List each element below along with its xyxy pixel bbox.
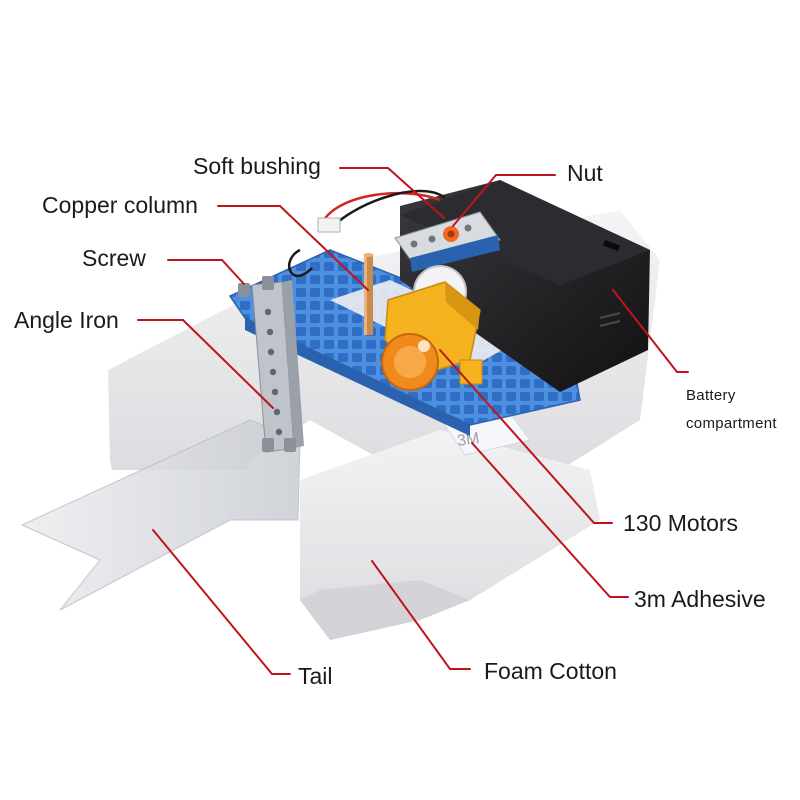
gearbox [381, 265, 483, 391]
leader-nut [452, 174, 556, 227]
leader-soft-bushing [339, 167, 445, 219]
leader-angle-iron [137, 319, 274, 409]
screw-icon [238, 276, 296, 452]
label-foam-cotton: Foam Cotton [484, 658, 617, 684]
connector [317, 217, 341, 233]
label-tail: Tail [298, 663, 333, 689]
label-screw: Screw [82, 245, 146, 271]
label-copper-column: Copper column [42, 192, 198, 218]
label-angle-iron: Angle Iron [14, 307, 119, 333]
leader-screw [167, 259, 245, 285]
label-battery-line1: Battery [686, 387, 736, 404]
leader-copper-column [217, 205, 369, 291]
label-3m-adhesive: 3m Adhesive [634, 586, 766, 612]
label-130-motors: 130 Motors [623, 510, 739, 536]
label-soft-bushing: Soft bushing [193, 153, 321, 179]
copper-column [363, 253, 374, 335]
leader-adhesive [471, 442, 629, 598]
top-bracket [394, 211, 501, 272]
leader-battery [612, 289, 689, 373]
tail-film [20, 419, 301, 611]
angle-iron [238, 276, 304, 453]
leader-tail [152, 529, 291, 675]
label-battery-line2: compartment [686, 415, 777, 432]
leader-lines [137, 167, 689, 675]
label-nut: Nut [567, 160, 603, 186]
leader-foam [371, 560, 471, 670]
leader-motors [439, 349, 613, 524]
